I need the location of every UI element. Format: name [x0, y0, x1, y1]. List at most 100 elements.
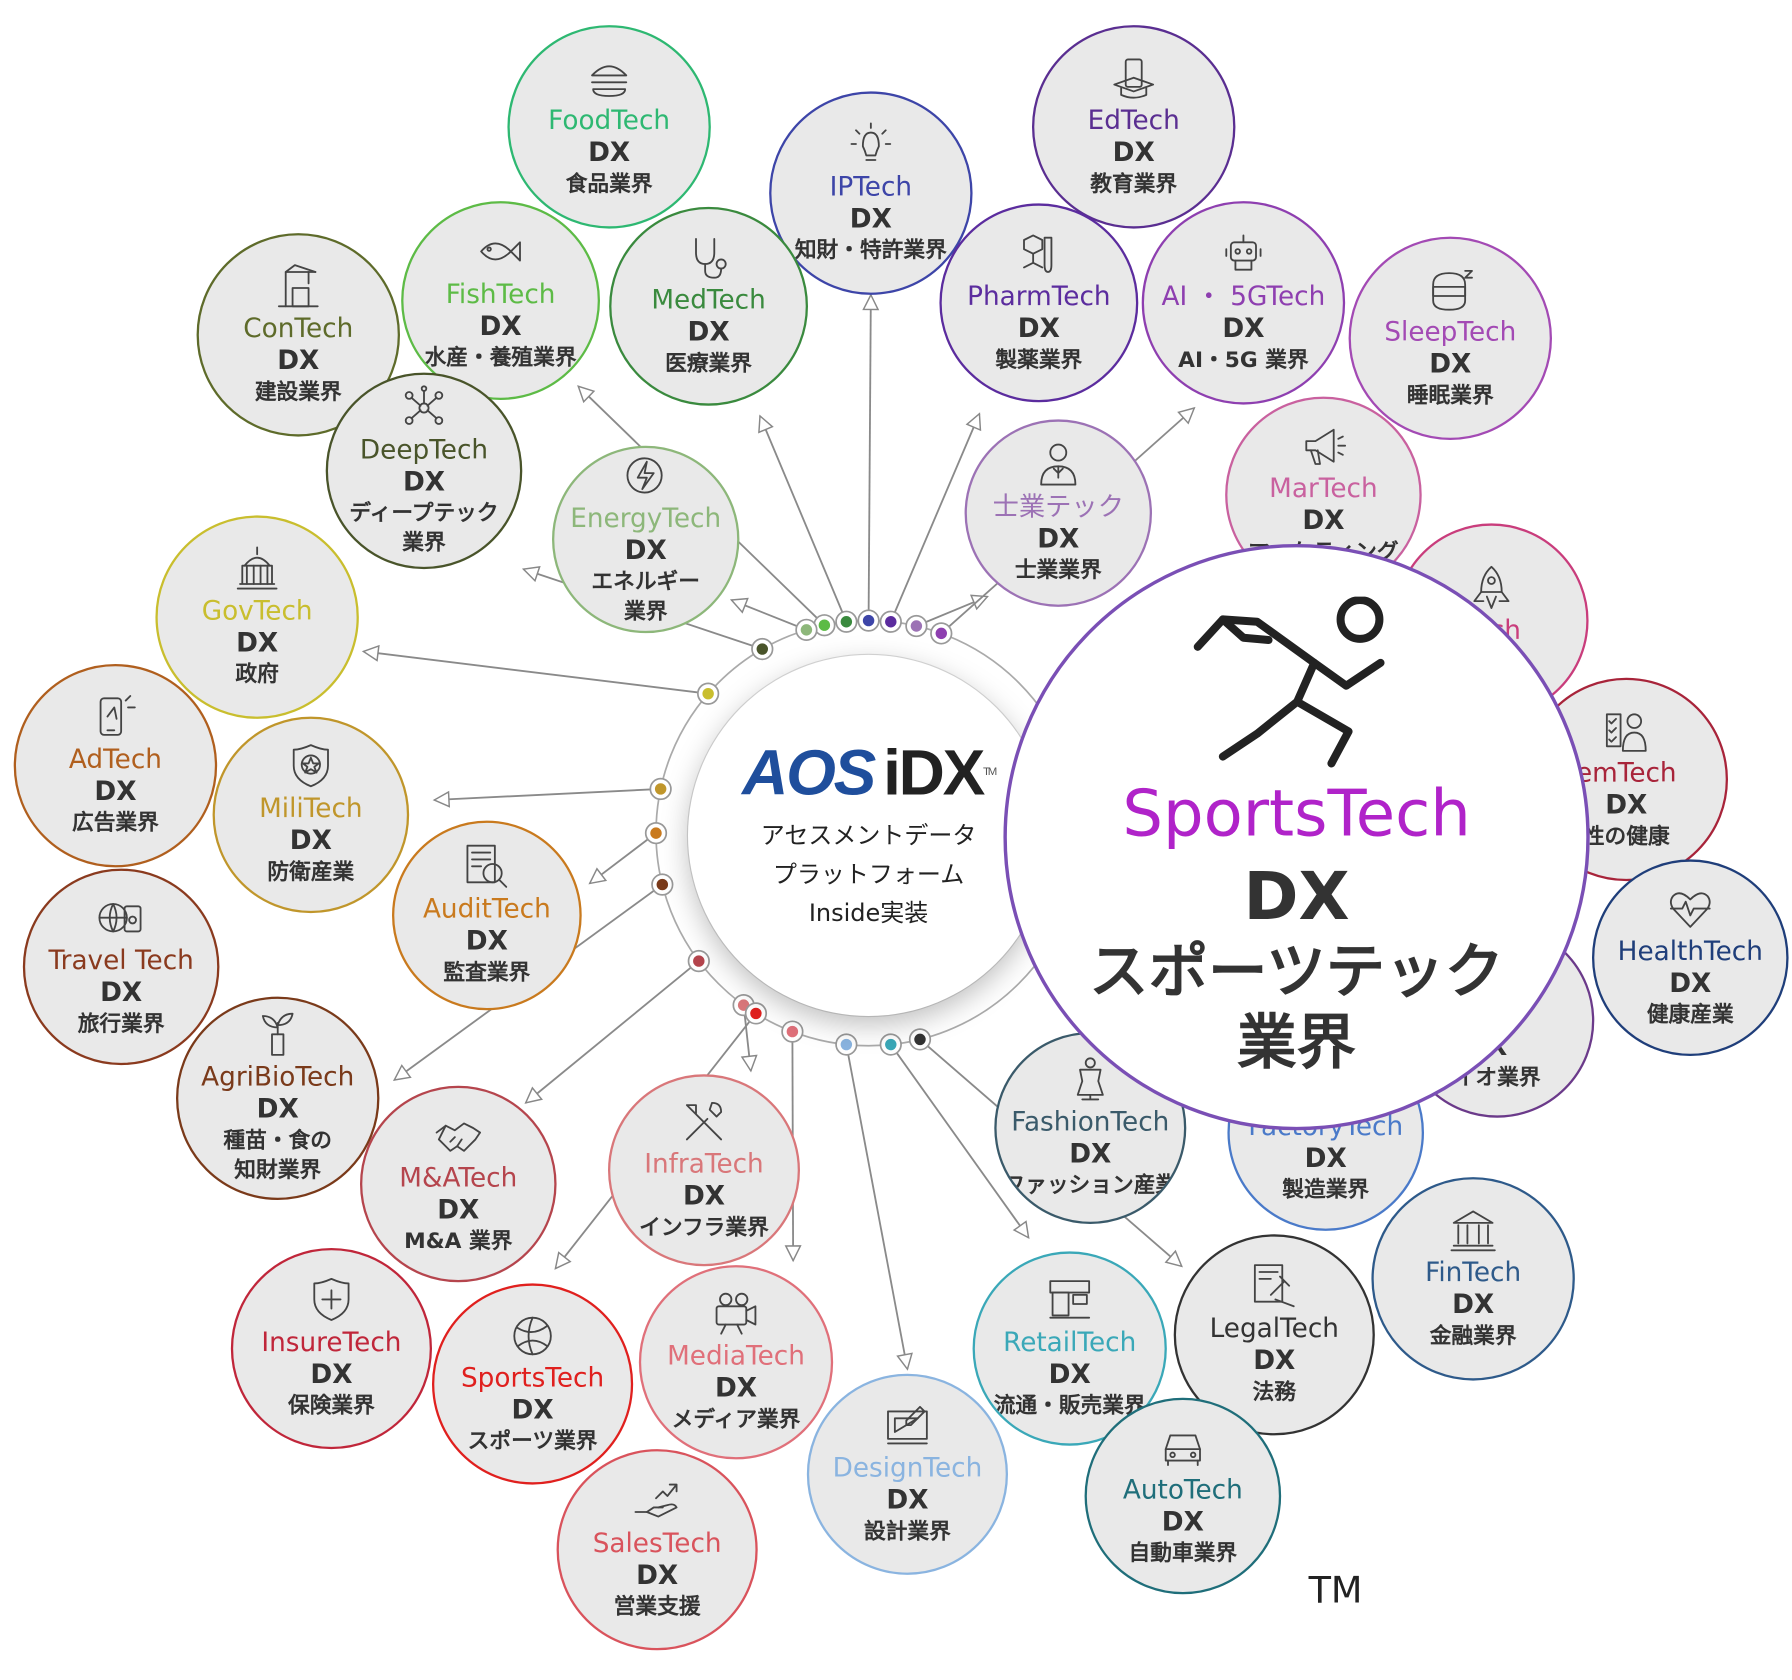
ring-dot-mediatech	[786, 1025, 799, 1038]
node-industry-line: 種苗・食の	[223, 1127, 332, 1154]
node-name: MediaTech	[667, 1341, 805, 1372]
stethoscope-icon	[685, 234, 733, 282]
node-dx: DX	[479, 311, 522, 342]
node-dx: DX	[682, 1181, 726, 1212]
node-dx: DX	[289, 826, 332, 856]
node-name: AuditTech	[422, 894, 551, 925]
hub-line-1: アセスメントデータ	[760, 821, 977, 850]
node-name: MarTech	[1269, 474, 1378, 504]
node-industry-line: 建設業界	[254, 379, 342, 405]
energy-icon	[622, 453, 670, 501]
node-dx: DX	[849, 204, 892, 235]
tools-icon	[680, 1098, 728, 1146]
ring-dot-matech	[693, 955, 705, 967]
node-industry-line: 性の健康	[1582, 823, 1670, 850]
node-dx: DX	[1605, 790, 1648, 821]
node-name: EdTech	[1087, 106, 1180, 136]
car-icon	[1159, 1424, 1207, 1472]
design-icon	[883, 1402, 931, 1450]
node-name: emTech	[1575, 758, 1677, 789]
node-name: SleepTech	[1384, 317, 1517, 348]
burger-icon	[585, 55, 633, 103]
handshake-icon	[434, 1112, 482, 1160]
node-dx: DX	[1253, 1346, 1296, 1376]
focus-name: SportsTech	[1122, 776, 1471, 851]
shield-plus-icon	[307, 1277, 355, 1325]
ring-dot-militech	[654, 783, 667, 795]
ring-dot-iptech	[862, 614, 875, 627]
crane-icon	[274, 263, 322, 311]
runner-icon	[1188, 595, 1405, 767]
node-dx: DX	[1048, 1359, 1091, 1390]
node-name: FinTech	[1425, 1258, 1522, 1288]
node-name: AgriBioTech	[201, 1062, 355, 1093]
node-industry-line: 食品業界	[565, 171, 653, 197]
node-industry-line: 監査業界	[443, 959, 531, 986]
phone-ad-icon	[91, 694, 139, 742]
node-dx: DX	[511, 1395, 554, 1426]
node-dx: DX	[437, 1195, 480, 1226]
ring-dot-fishtech	[818, 619, 831, 631]
node-dx: DX	[94, 777, 137, 807]
node-industry-line: AI・5G 業界	[1178, 347, 1309, 373]
connector-medtech	[758, 414, 848, 623]
node-industry-line: 睡眠業界	[1406, 382, 1494, 408]
ring-dot-agribiotech	[656, 878, 669, 891]
hub-line-3: Inside実装	[808, 899, 929, 927]
node-dx: DX	[100, 978, 143, 1008]
ring-dot-deeptech	[756, 643, 768, 655]
heartbeat-icon	[1666, 886, 1714, 934]
node-dx: DX	[714, 1373, 758, 1404]
node-name: DeepTech	[359, 435, 489, 466]
node-dx: DX	[256, 1094, 299, 1125]
connector-pharmtech	[889, 412, 982, 623]
node-dx: DX	[687, 317, 730, 348]
node-name: FishTech	[445, 279, 556, 310]
node-industry-line: 士業業界	[1014, 557, 1102, 583]
node-industry-line: ファッション産業	[1003, 1172, 1178, 1198]
ring-dot-sportstech	[750, 1007, 762, 1020]
ring-dot-energytech	[800, 624, 813, 636]
fish-icon	[477, 229, 525, 277]
camera-icon	[712, 1290, 760, 1338]
node-dx: DX	[1429, 349, 1472, 380]
node-name: RetailTech	[1003, 1327, 1137, 1358]
node-industry-line: 製薬業界	[995, 347, 1083, 373]
node-industry-line: スポーツ業界	[467, 1428, 598, 1454]
node-name: GovTech	[201, 596, 313, 627]
node-industry-line: インフラ業界	[639, 1214, 769, 1240]
network-icon	[400, 384, 448, 432]
node-dx: DX	[1304, 1143, 1347, 1174]
ring-dot-ai5gtech	[935, 627, 947, 640]
node-dx: DX	[465, 926, 508, 957]
node-industry-line: 保険業界	[287, 1393, 375, 1419]
robot-icon	[1219, 231, 1267, 279]
node-industry-line: 知財業界	[234, 1157, 322, 1183]
connector-retailtech	[890, 1044, 1030, 1240]
node-name: AI ・ 5GTech	[1161, 282, 1326, 312]
hand-growth-icon	[633, 1478, 681, 1526]
node-name: FoodTech	[548, 106, 671, 136]
connector-matech	[524, 960, 700, 1104]
hub-line-2: プラットフォーム	[772, 860, 965, 888]
